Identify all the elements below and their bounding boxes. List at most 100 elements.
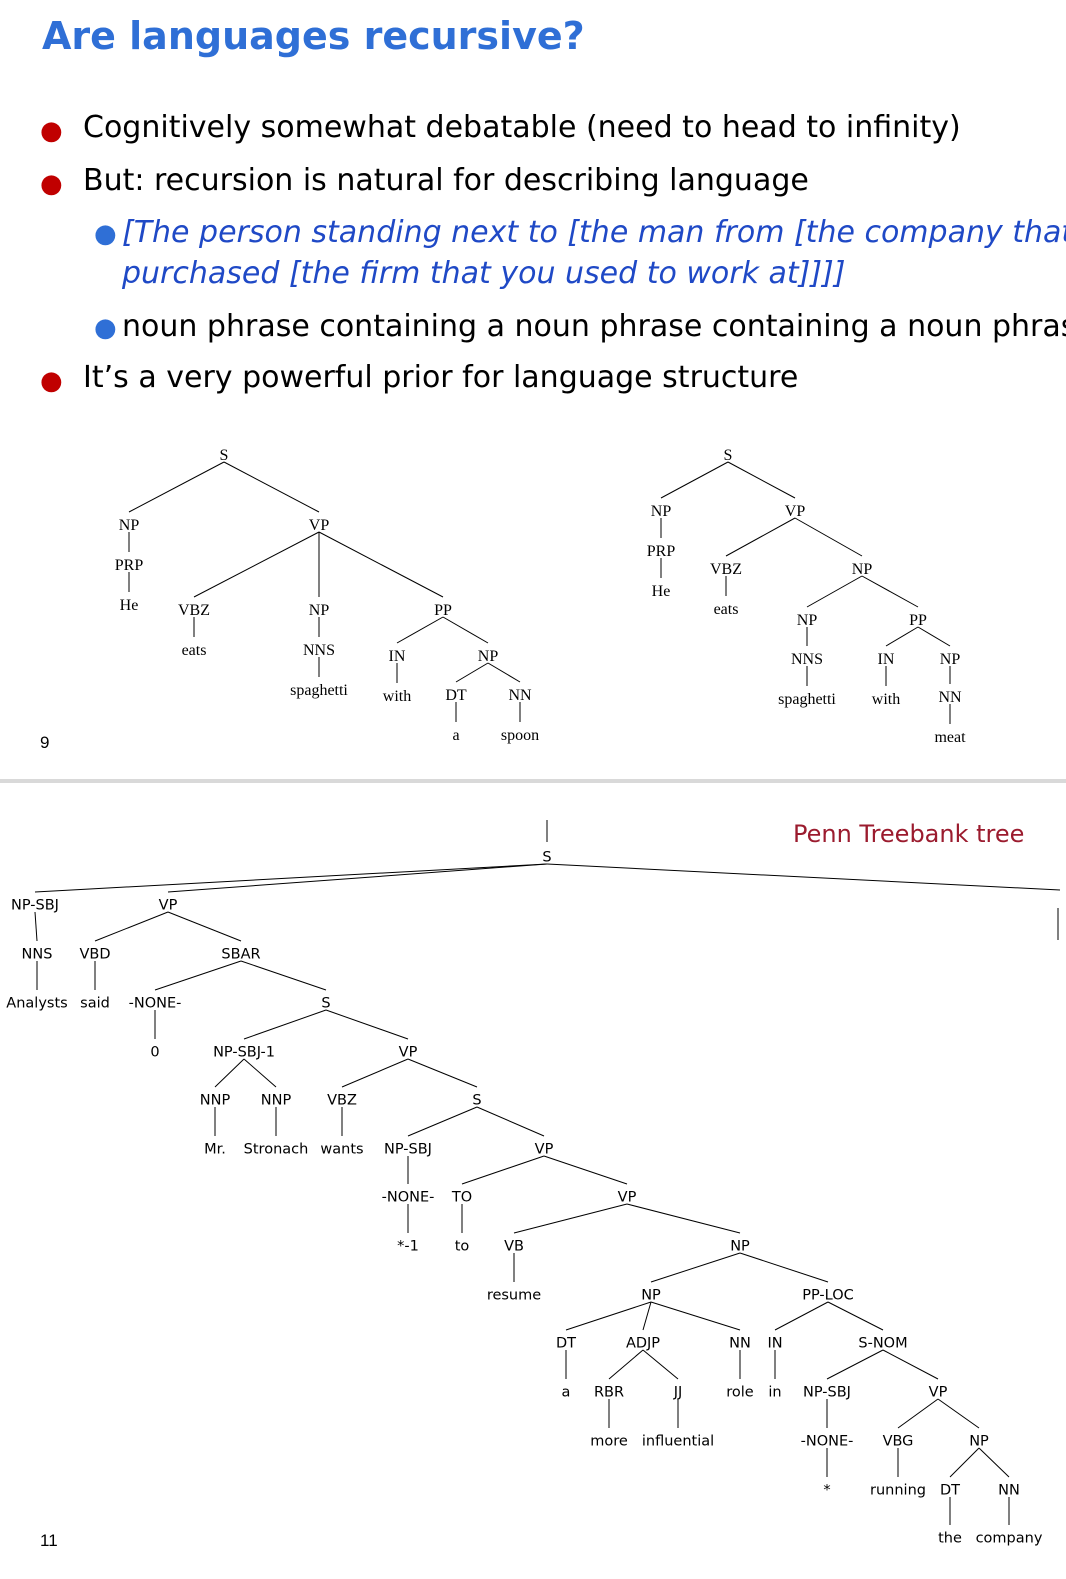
tree-edge: [650, 1252, 741, 1283]
tree-node-he: He: [652, 583, 671, 600]
bullet-text: But: recursion is natural for describing…: [83, 163, 809, 198]
tree-node-stronach: Stronach: [244, 1142, 309, 1158]
tree-node-nn2: NN: [998, 1483, 1020, 1499]
slide-divider: [0, 779, 1066, 783]
tree-node-a: a: [562, 1385, 571, 1401]
tree-node-nn: NN: [729, 1336, 751, 1352]
tree-node-eats: eats: [182, 642, 207, 659]
tree-node-np3: NP: [797, 612, 818, 629]
tree-node-dt: DT: [445, 687, 467, 704]
tree-node-np4: NP: [940, 651, 961, 668]
tree-node-pploc: PP-LOC: [802, 1288, 854, 1304]
tree-node-analysts: Analysts: [6, 996, 67, 1012]
tree-node-more: more: [590, 1434, 628, 1450]
tree-edge: [626, 1203, 741, 1234]
tree-node-spoon: spoon: [501, 727, 539, 744]
tree-node-s: S: [220, 447, 229, 464]
tree-edge: [128, 461, 225, 513]
tree-node-to: to: [455, 1239, 470, 1255]
tree-edge: [154, 960, 242, 991]
tree-node-vbz: VBZ: [178, 602, 210, 619]
tree-node-nns: NNS: [303, 642, 335, 659]
tree-edge: [861, 575, 919, 608]
tree-node-he: He: [120, 597, 139, 614]
tree-node-the: the: [938, 1531, 962, 1547]
tree-node-pp: PP: [434, 602, 452, 619]
tree-node-vbz: VBZ: [327, 1093, 357, 1109]
tree-node-np2: NP: [309, 602, 330, 619]
tree-node-np2: NP: [852, 561, 873, 578]
tree-node-nn: NN: [938, 689, 962, 706]
bullet-dot: ●: [40, 116, 63, 146]
tree-node-dt: DT: [556, 1336, 576, 1352]
tree-node-in: in: [768, 1385, 781, 1401]
tree-edge: [243, 1009, 327, 1040]
tree-edge: [240, 960, 327, 991]
tree-edge: [442, 616, 489, 644]
slide-11: 11: [0, 786, 1066, 1579]
tree-edge: [34, 863, 548, 893]
tree-node-pp: PP: [909, 612, 927, 629]
slide-title: Are languages recursive?: [42, 14, 585, 58]
tree-edge: [167, 911, 242, 942]
tree-edge: [650, 1301, 741, 1331]
tree-edge: [325, 1009, 409, 1040]
tree-node-rbr: RBR: [594, 1385, 624, 1401]
bullet-text: It’s a very powerful prior for language …: [83, 360, 799, 395]
tree-node-dt2: DT: [940, 1483, 960, 1499]
tree-node-adjp: ADJP: [626, 1336, 660, 1352]
tree-edge: [794, 517, 863, 557]
tree-edge: [565, 1301, 652, 1331]
tree-node-np6: NP: [641, 1288, 661, 1304]
tree-node-nnp1: NNP: [200, 1093, 231, 1109]
tree-node-none2: -NONE-: [382, 1190, 435, 1206]
tree-node-with: with: [872, 691, 900, 708]
tree-node-spag: spaghetti: [778, 691, 836, 708]
tree-edge: [642, 1301, 652, 1331]
tree-node-np7: NP: [969, 1434, 989, 1450]
tree-node-none3: -NONE-: [801, 1434, 854, 1450]
tree-edge: [826, 1349, 884, 1380]
tree-node-vp: VP: [785, 503, 806, 520]
tree-edge-offscreen: [546, 863, 1061, 891]
tree-edge: [476, 1106, 545, 1137]
tree-node-np: NP: [651, 503, 672, 520]
tree-edge: [882, 1349, 939, 1380]
tree-edge: [827, 1301, 884, 1331]
tree-node-in: IN: [389, 648, 406, 665]
page-number: 9: [40, 733, 50, 752]
tree-edge: [461, 1155, 545, 1185]
tree-node-sbar: SBAR: [221, 947, 260, 963]
tree-edge: [94, 911, 169, 942]
tree-edge: [739, 1252, 829, 1283]
tree-edge: [34, 911, 38, 942]
tree-node-vp2: VP: [399, 1045, 418, 1061]
tree-node-vp: VP: [309, 517, 330, 534]
tree-node-vbz: VBZ: [710, 561, 742, 578]
tree-edge: [455, 662, 489, 683]
tree-edge: [725, 517, 796, 557]
tree-edge: [774, 1301, 829, 1331]
tree-node-nn: NN: [508, 687, 532, 704]
tree-node-nns: NNS: [791, 651, 823, 668]
tree-node-vp4: VP: [618, 1190, 637, 1206]
tree-node-prp: PRP: [647, 543, 676, 560]
tree-edge: [487, 662, 521, 683]
tree-node-vp5: VP: [929, 1385, 948, 1401]
tree-edge: [193, 531, 320, 598]
tree-edge: [214, 1058, 245, 1088]
tree-edge: [407, 1106, 478, 1137]
tree-node-npsbj1: NP-SBJ-1: [213, 1045, 275, 1061]
tree-edge: [727, 461, 796, 499]
tree-node-npsbj3: NP-SBJ: [803, 1385, 851, 1401]
tree-edge: [660, 461, 729, 499]
tree-node-nnp2: NNP: [261, 1093, 292, 1109]
tree-node-a: a: [452, 727, 459, 744]
tree-edge: [407, 1058, 478, 1088]
tree-node-vp3: VP: [535, 1142, 554, 1158]
tree-edge: [978, 1447, 1010, 1478]
slide-9: Are languages recursive? ● Cognitively s…: [0, 0, 1066, 780]
